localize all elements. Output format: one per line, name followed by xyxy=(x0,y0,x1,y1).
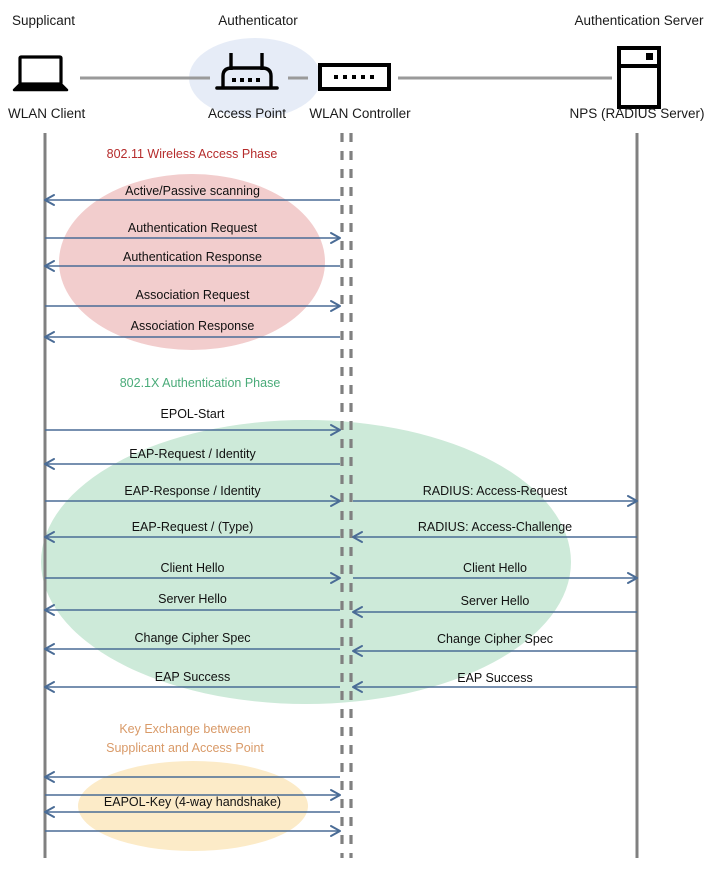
message-arrowhead xyxy=(44,194,55,206)
message-arrowhead xyxy=(44,531,55,543)
message-arrowhead xyxy=(330,424,341,436)
role-title-supplicant: Supplicant xyxy=(12,13,76,28)
message-arrowhead xyxy=(44,771,55,783)
message-arrowhead xyxy=(330,232,341,244)
device-label-access-point: Access Point xyxy=(207,106,287,121)
message-label: Active/Passive scanning xyxy=(125,184,260,198)
message-arrowhead xyxy=(44,604,55,616)
access-point-icon xyxy=(215,53,279,90)
message-label: Change Cipher Spec xyxy=(436,632,554,646)
message-arrowhead xyxy=(352,531,363,543)
phase-label-key-exchange-line2: Supplicant and Access Point xyxy=(106,741,264,755)
message-arrowhead xyxy=(330,789,341,801)
device-label-wlan-controller: WLAN Controller xyxy=(309,106,411,121)
message-label: Server Hello xyxy=(158,592,227,606)
message-label: EAP-Response / Identity xyxy=(124,484,261,498)
server-icon xyxy=(617,46,661,109)
message-arrowhead xyxy=(627,495,638,507)
message-arrowhead xyxy=(44,643,55,655)
message-arrowhead xyxy=(330,825,341,837)
message-label: EAP Success xyxy=(457,671,533,685)
message-label: Client Hello xyxy=(160,561,225,575)
message-arrowhead xyxy=(44,681,55,693)
message-arrowhead xyxy=(352,606,363,618)
message-label: Association Request xyxy=(135,288,250,302)
message-arrowhead xyxy=(44,806,55,818)
message-arrowhead xyxy=(330,300,341,312)
wlan-controller-icon xyxy=(318,63,391,91)
message-arrowhead xyxy=(44,458,55,470)
message-arrowhead xyxy=(352,645,363,657)
message-label: Authentication Response xyxy=(123,250,262,264)
message-arrowhead xyxy=(44,260,55,272)
message-label: Association Response xyxy=(130,319,255,333)
message-arrowhead xyxy=(627,572,638,584)
message-label: RADIUS: Access-Request xyxy=(422,484,568,498)
phase-label-key-exchange-line1: Key Exchange between xyxy=(119,722,251,736)
message-arrowhead xyxy=(330,495,341,507)
message-label: EAPOL-Key (4-way handshake) xyxy=(103,795,282,809)
message-label: Client Hello xyxy=(463,561,527,575)
message-label: EAP Success xyxy=(154,670,231,684)
message-label: RADIUS: Access-Challenge xyxy=(417,520,573,534)
phase-label-wireless-access: 802.11 Wireless Access Phase xyxy=(106,147,278,161)
message-label: EAP-Request / Identity xyxy=(129,447,256,461)
device-label-nps-radius-server: NPS (RADIUS Server) xyxy=(569,106,705,121)
phase-ellipse-dot1x xyxy=(41,420,571,704)
message-label: EAP-Request / (Type) xyxy=(131,520,254,534)
message-arrowhead xyxy=(352,681,363,693)
device-label-wlan-client: WLAN Client xyxy=(8,106,86,121)
role-title-authentication-server: Authentication Server xyxy=(574,13,704,28)
message-label: EPOL-Start xyxy=(160,407,225,421)
role-title-authenticator: Authenticator xyxy=(218,13,298,28)
phase-ellipse-key-exchange xyxy=(78,761,308,851)
phase-label-dot1x: 802.1X Authentication Phase xyxy=(119,376,281,390)
message-label: Authentication Request xyxy=(127,221,258,235)
message-label: Change Cipher Spec xyxy=(134,631,251,645)
authenticator-group-ellipse xyxy=(189,38,321,118)
message-arrowhead xyxy=(330,572,341,584)
message-arrowhead xyxy=(44,331,55,343)
laptop-icon xyxy=(12,55,69,92)
message-label: Server Hello xyxy=(460,594,530,608)
